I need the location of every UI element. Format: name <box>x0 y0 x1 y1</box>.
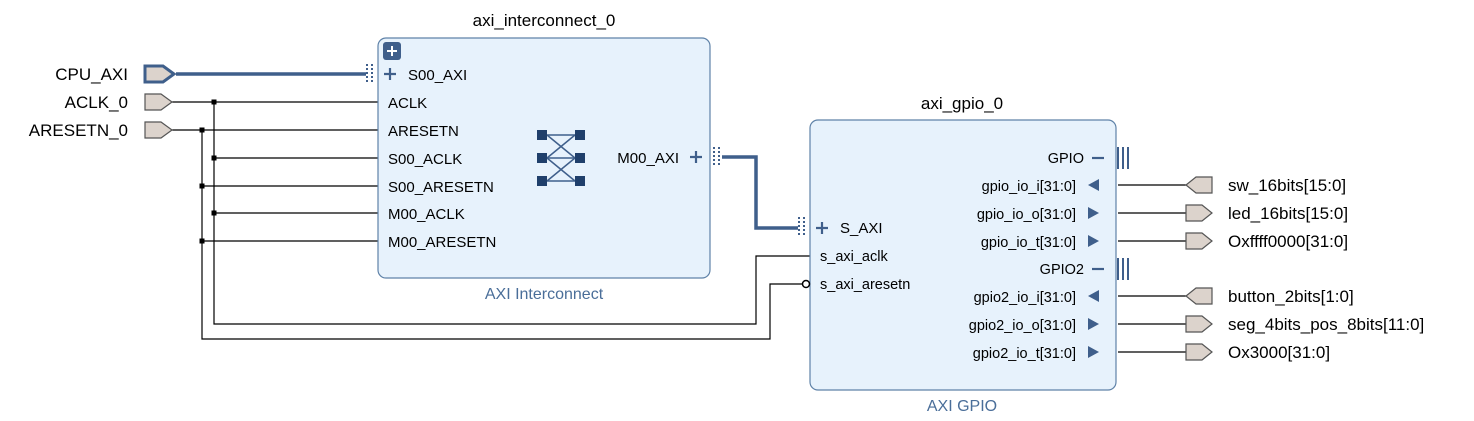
output-port-icon <box>1185 343 1213 361</box>
bus-port-icon <box>143 64 177 84</box>
input-port-icon <box>1185 287 1213 305</box>
pin-gpio2-io-i: gpio2_io_i[31:0] <box>974 290 1076 306</box>
expand-plus-icon[interactable] <box>816 222 828 234</box>
pin-gpio2-io-o: gpio2_io_o[31:0] <box>969 318 1076 334</box>
pin-aresetn: ARESETN <box>388 123 459 140</box>
pin-gpio-io-t: gpio_io_t[31:0] <box>981 235 1076 251</box>
port-aclk[interactable]: ACLK_0 <box>65 93 174 112</box>
plus-square-icon[interactable] <box>383 42 401 60</box>
input-port-icon <box>144 93 174 111</box>
output-arrow-icon <box>1088 235 1099 247</box>
iface-gpio2: GPIO2 <box>1040 262 1084 278</box>
gpio-type-label: AXI GPIO <box>927 398 997 415</box>
output-ports: sw_16bits[15:0] led_16bits[15:0] Oxffff0… <box>1185 176 1424 362</box>
pin-s-axi-aclk: s_axi_aclk <box>820 249 888 265</box>
external-ports: CPU_AXI ACLK_0 ARESETN_0 <box>29 64 177 140</box>
pin-m00-axi: M00_AXI <box>617 150 679 167</box>
port-cpu-axi-label: CPU_AXI <box>55 65 128 84</box>
output-port-icon <box>1185 232 1213 250</box>
port-oxffff0000[interactable]: Oxffff0000[31:0] <box>1185 232 1348 251</box>
port-button-2bits[interactable]: button_2bits[1:0] <box>1185 287 1354 306</box>
port-oxffff0000-label: Oxffff0000[31:0] <box>1228 232 1348 251</box>
axi-gpio-block[interactable]: axi_gpio_0 S_AXI s_axi_aclk s_axi_areset… <box>798 94 1129 415</box>
wire-aclk-to-gpio[interactable] <box>213 102 810 325</box>
pin-m00-aresetn: M00_ARESETN <box>388 234 496 251</box>
output-port-icon <box>1185 204 1213 222</box>
output-arrow-icon <box>1088 346 1099 358</box>
port-cpu-axi[interactable]: CPU_AXI <box>55 64 177 84</box>
pin-s00-axi: S00_AXI <box>408 67 467 84</box>
input-arrow-icon <box>1088 290 1099 302</box>
pin-gpio-io-i: gpio_io_i[31:0] <box>982 179 1076 195</box>
input-arrow-icon <box>1088 179 1099 191</box>
input-port-icon <box>1185 176 1213 194</box>
expand-plus-icon[interactable] <box>690 151 702 163</box>
output-port-icon <box>1185 315 1213 333</box>
wires <box>172 72 1192 353</box>
gpio2-bus-icon <box>1117 258 1129 280</box>
bus-m00-to-saxi[interactable] <box>722 155 798 230</box>
pin-gpio2-io-t: gpio2_io_t[31:0] <box>973 346 1076 362</box>
gpio-instance-name: axi_gpio_0 <box>921 94 1003 113</box>
pin-s00-aclk: S00_ACLK <box>388 151 462 168</box>
interconnect-type-label: AXI Interconnect <box>485 286 604 303</box>
pin-s-axi-aresetn: s_axi_aresetn <box>820 277 910 293</box>
inverted-pin-icon <box>801 279 811 289</box>
port-led-16bits[interactable]: led_16bits[15:0] <box>1185 204 1348 223</box>
port-aresetn[interactable]: ARESETN_0 <box>29 121 174 140</box>
port-seg-4bits-label: seg_4bits_pos_8bits[11:0] <box>1228 315 1424 334</box>
port-button-2bits-label: button_2bits[1:0] <box>1228 287 1354 306</box>
output-arrow-icon <box>1088 207 1099 219</box>
pin-aclk: ACLK <box>388 95 427 112</box>
gpio-body[interactable] <box>809 119 1117 391</box>
pin-s00-aresetn: S00_ARESETN <box>388 179 494 196</box>
port-sw-16bits-label: sw_16bits[15:0] <box>1228 176 1346 195</box>
port-aresetn-label: ARESETN_0 <box>29 121 128 140</box>
pin-gpio-io-o: gpio_io_o[31:0] <box>977 207 1076 223</box>
port-aclk-label: ACLK_0 <box>65 93 128 112</box>
port-seg-4bits[interactable]: seg_4bits_pos_8bits[11:0] <box>1185 315 1424 334</box>
pin-s-axi: S_AXI <box>840 220 883 237</box>
expand-plus-icon[interactable] <box>384 68 396 80</box>
port-led-16bits-label: led_16bits[15:0] <box>1228 204 1348 223</box>
output-arrow-icon <box>1088 318 1099 330</box>
port-ox3000-label: Ox3000[31:0] <box>1228 343 1330 362</box>
port-sw-16bits[interactable]: sw_16bits[15:0] <box>1185 176 1346 195</box>
iface-gpio: GPIO <box>1048 151 1084 167</box>
interconnect-instance-name: axi_interconnect_0 <box>473 11 616 30</box>
pin-m00-aclk: M00_ACLK <box>388 206 465 223</box>
input-port-icon <box>144 121 174 139</box>
gpio-bus-icon <box>1117 147 1129 169</box>
wire-aresetn-to-gpio[interactable] <box>201 130 804 340</box>
axi-interconnect-block[interactable]: axi_interconnect_0 S00_AXI ACLK ARESETN … <box>366 11 720 303</box>
port-ox3000[interactable]: Ox3000[31:0] <box>1185 343 1330 362</box>
crossbar-icon <box>537 130 585 186</box>
